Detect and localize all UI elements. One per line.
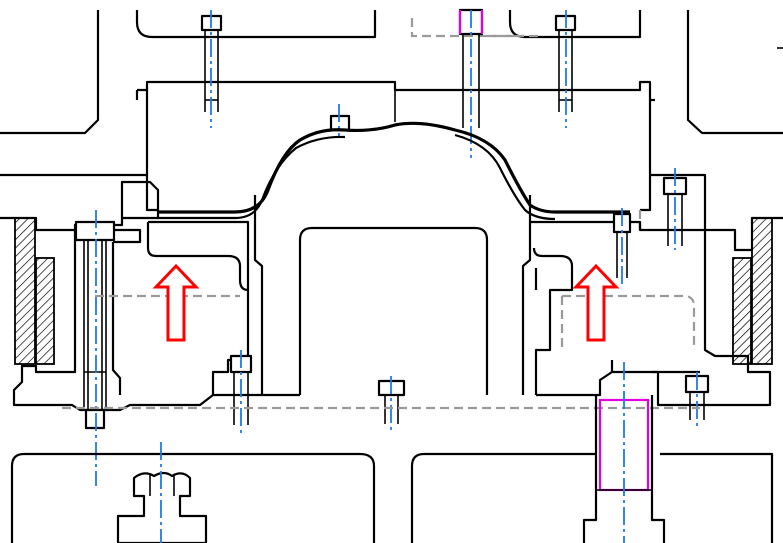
top-bolt-left <box>200 10 223 128</box>
upper-die-plate <box>135 80 655 212</box>
left-die-housing <box>0 173 300 412</box>
left-up-arrow <box>152 263 200 342</box>
right-small-pin <box>612 208 632 284</box>
frame-right-top <box>686 10 783 135</box>
formed-part-profile <box>158 121 630 221</box>
right-cushion-pin <box>582 362 666 543</box>
right-lower-bolt <box>684 372 710 430</box>
right-up-arrow <box>572 263 620 342</box>
top-bolt-right <box>554 10 577 128</box>
left-pressure-pad <box>146 220 250 395</box>
center-punch-pin <box>458 8 484 158</box>
right-upper-bolt <box>662 168 688 250</box>
lower-base-block-left <box>10 452 376 543</box>
frame-left-top <box>0 10 100 135</box>
bottom-left-ejector <box>116 442 208 543</box>
hidden-lines-top <box>410 18 540 38</box>
lower-center-bolt <box>377 376 406 430</box>
lower-left-bolt <box>229 350 253 436</box>
lower-punch-body <box>253 195 532 395</box>
upper-die-block-left <box>135 10 377 39</box>
left-long-bolt <box>74 210 116 486</box>
left-side-hatched-plate <box>14 217 55 365</box>
lower-base-block-right <box>410 452 774 543</box>
right-side-hatched-plate <box>732 217 773 365</box>
upper-die-block-right <box>508 10 642 39</box>
